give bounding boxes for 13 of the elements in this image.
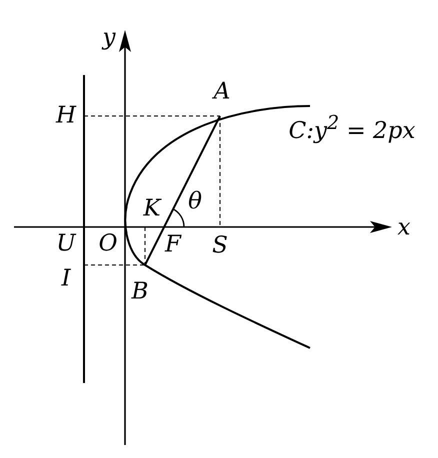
axis-label: y [102, 26, 116, 50]
point-label: B [132, 280, 148, 304]
point-label: U [56, 232, 76, 256]
point-label: F [165, 234, 181, 256]
point-label: K [143, 198, 161, 220]
point-label: O [98, 232, 118, 256]
angle-label: θ [188, 190, 202, 214]
equation-label: C:y$^{2}$ = 2px [288, 113, 416, 143]
point-label: H [56, 104, 76, 128]
point-label: A [214, 80, 230, 104]
point-label: I [61, 268, 71, 290]
axis-label: x [398, 216, 410, 240]
point-label: S [212, 234, 228, 258]
